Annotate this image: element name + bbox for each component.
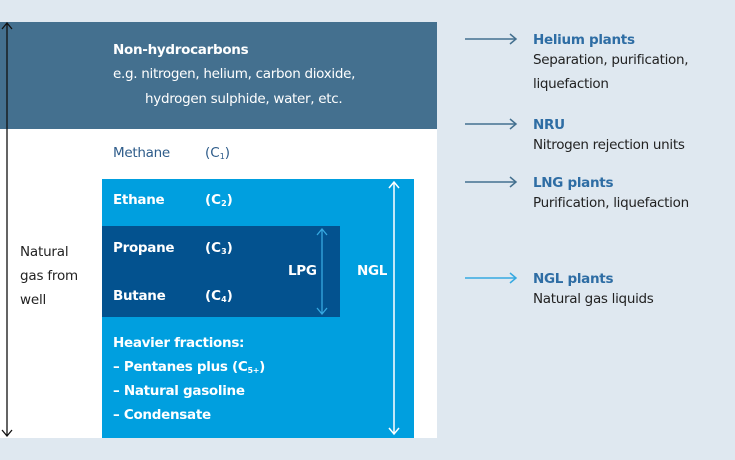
output-title: Helium plants <box>533 32 635 48</box>
output-desc: Purification, liquefaction <box>533 195 689 211</box>
double-arrow-icon <box>1 21 13 438</box>
heavier-item-condensate: – Condensate <box>113 407 211 423</box>
source-label: Natural gas from well <box>20 240 78 312</box>
methane-label: Methane <box>113 145 170 161</box>
butane-formula: (C4) <box>205 288 233 304</box>
ngl-range-arrow-icon <box>388 180 400 436</box>
propane-formula: (C3) <box>205 240 233 256</box>
ethane-label: Ethane <box>113 192 165 208</box>
methane-formula: (C1) <box>205 145 231 161</box>
source-label-line: well <box>20 292 47 308</box>
output-title: NRU <box>533 117 565 133</box>
non-hydrocarbons-line2: hydrogen sulphide, water, etc. <box>145 91 343 107</box>
output-desc: liquefaction <box>533 76 609 92</box>
ethane-formula: (C2) <box>205 192 233 208</box>
output-desc: Natural gas liquids <box>533 291 654 307</box>
non-hydrocarbons-box: Non-hydrocarbons e.g. nitrogen, helium, … <box>0 22 437 129</box>
lpg-label: LPG <box>288 263 317 279</box>
output-desc: Separation, purification, <box>533 52 689 68</box>
output-ngl: NGL plants Natural gas liquids <box>533 271 654 311</box>
ngl-label: NGL <box>357 263 388 279</box>
heavier-fractions-title: Heavier fractions: <box>113 335 245 351</box>
butane-label: Butane <box>113 288 166 304</box>
output-desc: Nitrogen rejection units <box>533 137 685 153</box>
heavier-item-gasoline: – Natural gasoline <box>113 383 245 399</box>
output-nru: NRU Nitrogen rejection units <box>533 117 685 157</box>
lpg-range-arrow-icon <box>316 227 328 316</box>
lpg-box <box>102 226 340 317</box>
arrow-right-icon <box>465 272 518 284</box>
source-label-line: Natural <box>20 244 69 260</box>
output-lng: LNG plants Purification, liquefaction <box>533 175 689 215</box>
non-hydrocarbons-title: Non-hydrocarbons <box>113 42 249 58</box>
non-hydrocarbons-line1: e.g. nitrogen, helium, carbon dioxide, <box>113 66 356 82</box>
source-label-line: gas from <box>20 268 78 284</box>
output-helium: Helium plants Separation, purification, … <box>533 32 689 96</box>
output-title: LNG plants <box>533 175 614 191</box>
propane-label: Propane <box>113 240 175 256</box>
output-title: NGL plants <box>533 271 614 287</box>
arrow-right-icon <box>465 176 518 188</box>
arrow-right-icon <box>465 118 518 130</box>
heavier-item-pentanes: – Pentanes plus (C5+) <box>113 359 266 375</box>
arrow-right-icon <box>465 33 518 45</box>
